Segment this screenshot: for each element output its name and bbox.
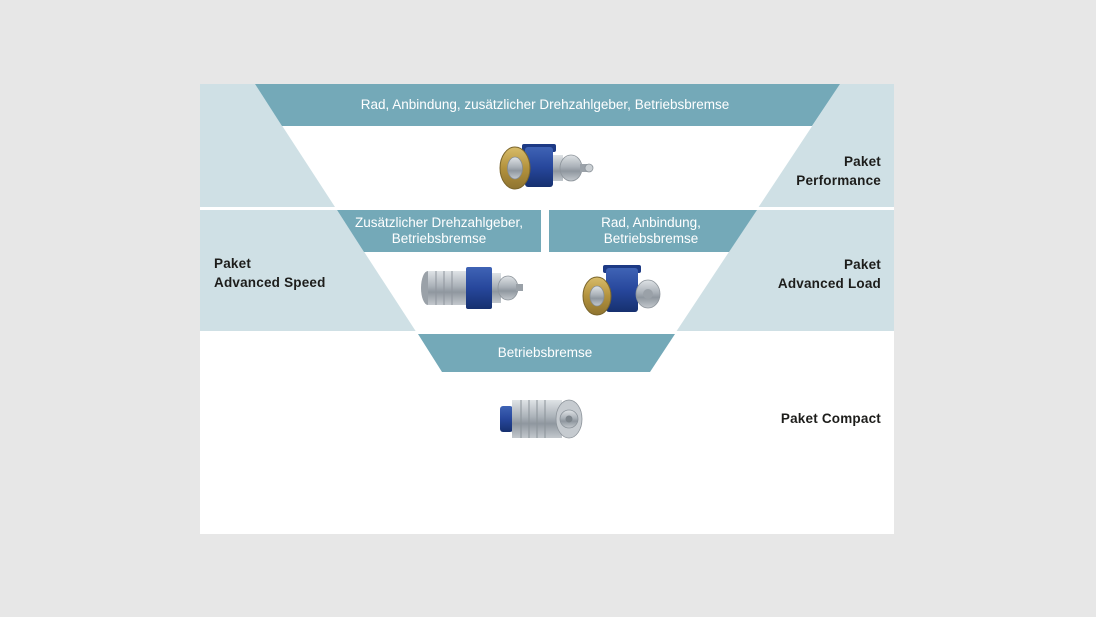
package-label-compact: Paket Compact	[780, 411, 881, 426]
package-label-line: Paket	[843, 154, 881, 169]
package-label-performance: Paket Performance	[796, 153, 881, 190]
advanced-load-gearmotor-image	[582, 265, 661, 316]
funnel-shape	[255, 84, 840, 530]
package-label-line: Advanced Load	[777, 275, 881, 291]
tier-separator-line-1	[200, 207, 894, 210]
performance-gearmotor-image	[499, 144, 594, 190]
band-label-advanced-load-features: Rad, Anbindung, Betriebsbremse	[549, 215, 753, 247]
tier-separator-line-2	[200, 331, 894, 334]
band-label-compact-features: Betriebsbremse	[497, 345, 593, 360]
package-label-advanced-speed: Paket Advanced Speed	[214, 255, 326, 292]
package-label-line: Paket	[843, 257, 881, 272]
band-label-line: Betriebsbremse	[603, 231, 699, 246]
band-label-line: Zusätzlicher Drehzahlgeber,	[354, 215, 524, 230]
package-label-line: Paket	[214, 256, 252, 271]
band-performance-features	[255, 84, 840, 126]
band-label-performance-features: Rad, Anbindung, zusätzlicher Drehzahlgeb…	[360, 97, 730, 112]
band-label-line: Betriebsbremse	[391, 231, 487, 246]
package-label-line: Advanced Speed	[214, 274, 326, 290]
compact-gearmotor-image	[500, 399, 583, 439]
package-label-advanced-load: Paket Advanced Load	[778, 256, 881, 293]
advanced-speed-gearmotor-image	[421, 267, 523, 309]
band-advanced-speed-features	[337, 210, 541, 252]
band-compact-features	[418, 334, 675, 372]
band-advanced-load-features	[549, 210, 757, 252]
product-package-diagram: Rad, Anbindung, zusätzlicher Drehzahlgeb…	[200, 84, 894, 534]
band-label-line: Rad, Anbindung,	[601, 215, 701, 230]
band-label-advanced-speed-features: Zusätzlicher Drehzahlgeber, Betriebsbrem…	[337, 215, 541, 247]
package-label-line: Performance	[796, 172, 881, 188]
